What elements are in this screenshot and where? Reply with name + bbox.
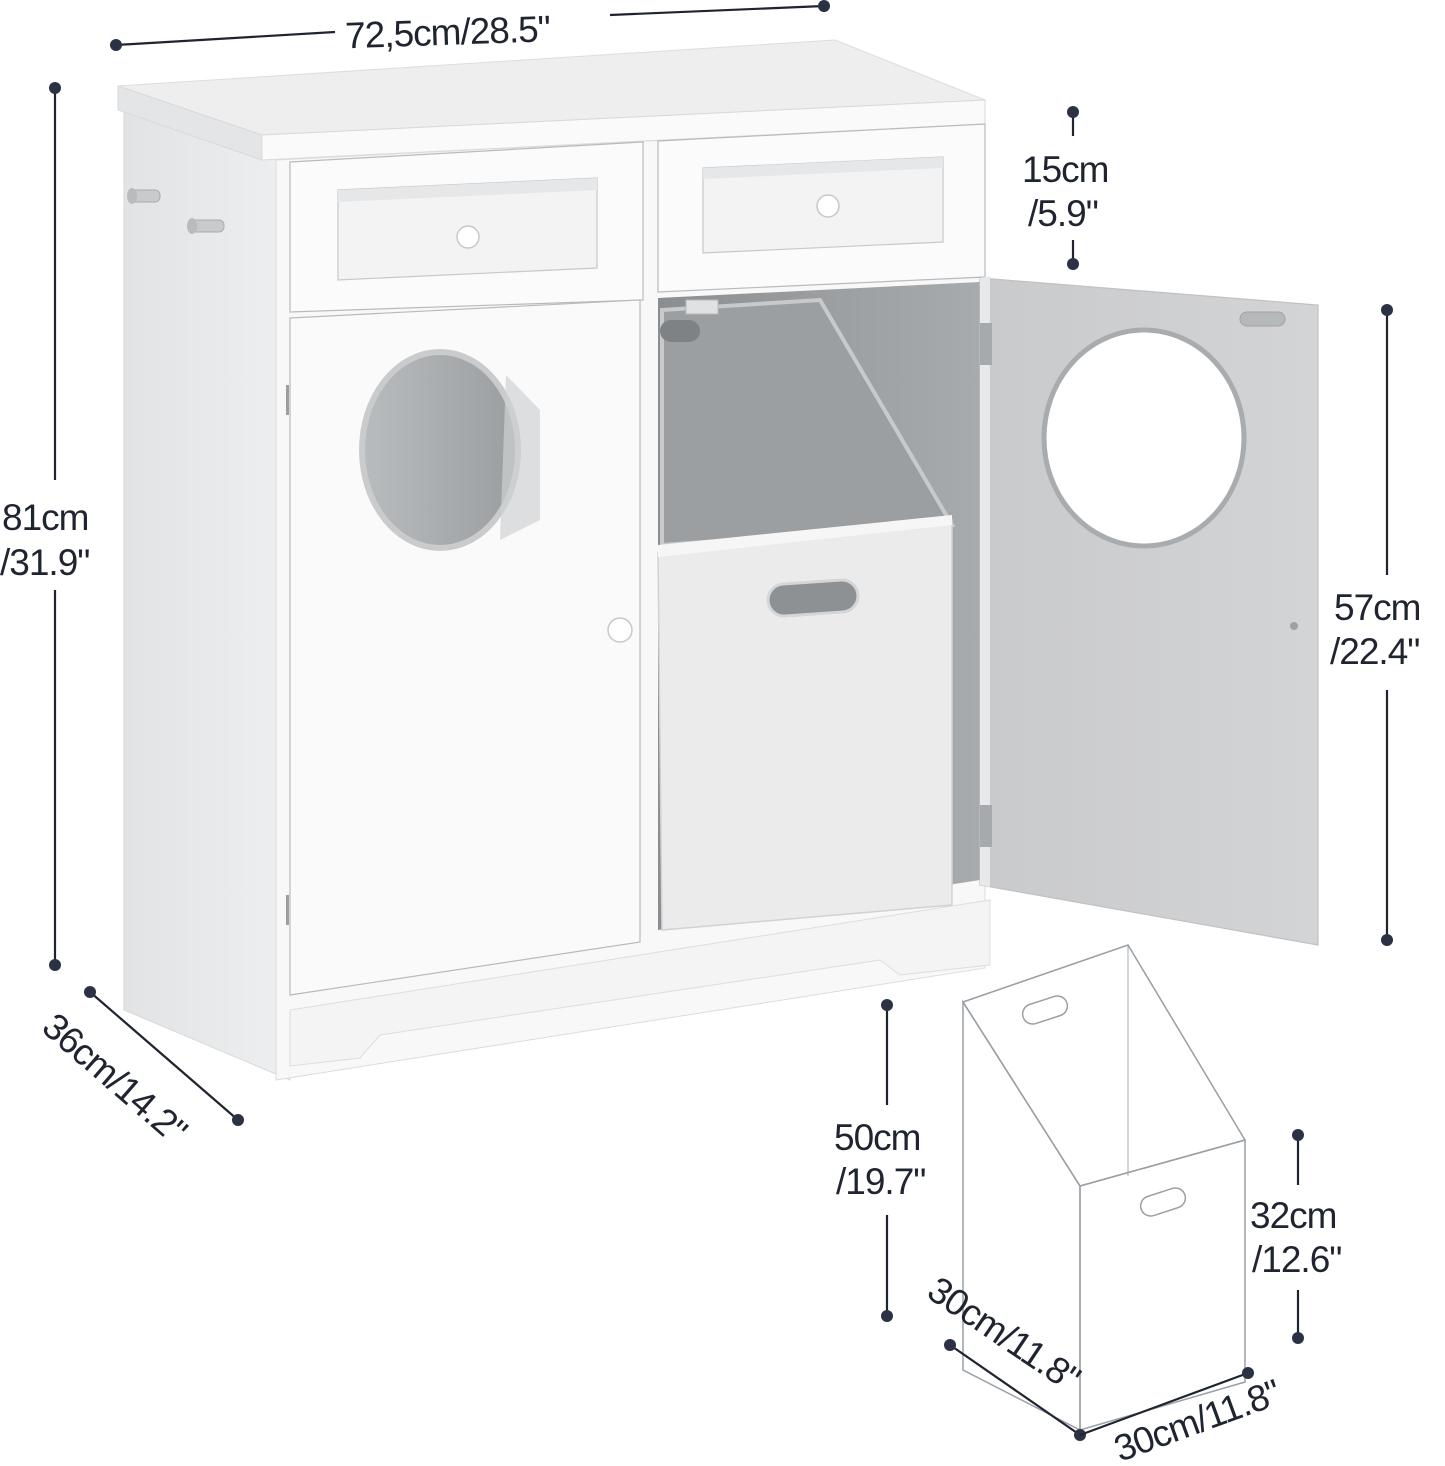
left-door-hinge-top xyxy=(286,385,289,415)
hamper-top-handle xyxy=(660,320,700,342)
hamper-front-handle xyxy=(1139,1187,1187,1217)
side-hook-2 xyxy=(187,218,225,234)
left-door-hinge-bottom xyxy=(286,895,289,925)
height-label-in: /31.9" xyxy=(0,542,89,583)
left-door-knob[interactable] xyxy=(607,617,633,643)
width-label: 72,5cm/28.5" xyxy=(344,8,550,56)
hamper-height-front-label-in: /12.6" xyxy=(1252,1239,1341,1280)
left-drawer[interactable] xyxy=(289,141,644,313)
right-drawer[interactable] xyxy=(657,123,986,293)
dimension-hamper-depth: 30cm/11.8" xyxy=(921,1269,1087,1441)
cabinet-top-side-edge xyxy=(117,85,263,161)
right-door-hinge-bottom xyxy=(980,805,992,847)
hamper-height-back-label-cm: 50cm xyxy=(834,1117,920,1158)
cabinet xyxy=(117,39,1319,1081)
right-door-open[interactable] xyxy=(979,276,1319,946)
dimension-hamper-height-front: 32cm /12.6" xyxy=(1250,1129,1342,1344)
hamper-height-back-label-in: /19.7" xyxy=(836,1161,925,1202)
left-drawer-knob[interactable] xyxy=(456,225,480,249)
drawer-latch xyxy=(685,299,719,315)
hamper-height-front-label-cm: 32cm xyxy=(1250,1195,1336,1236)
cabinet-side-panel xyxy=(123,111,291,1081)
hamper-compartment xyxy=(657,282,980,931)
height-label-cm: 81cm xyxy=(2,497,88,538)
dimension-door-height: 57cm /22.4" xyxy=(1330,304,1421,946)
dimension-drawer-height: 15cm /5.9" xyxy=(1022,106,1109,270)
drawer-height-label-in: /5.9" xyxy=(1028,193,1098,234)
right-drawer-knob[interactable] xyxy=(816,194,840,218)
left-door-round-opening xyxy=(359,349,521,551)
right-door-round-opening xyxy=(1041,327,1247,549)
dimension-hamper-height-back: 50cm /19.7" xyxy=(834,999,926,1322)
door-height-label-cm: 57cm xyxy=(1334,587,1420,628)
cabinet-plinth xyxy=(289,899,991,1067)
dimension-height: 81cm /31.9" xyxy=(0,82,90,971)
door-magnet-plate xyxy=(1239,311,1286,327)
door-height-label-in: /22.4" xyxy=(1330,631,1419,672)
dimension-width: 72,5cm/28.5" xyxy=(110,0,830,56)
side-hook-1 xyxy=(127,188,161,204)
drawer-height-label-cm: 15cm xyxy=(1022,149,1108,190)
hamper-width-label: 30cm/11.8" xyxy=(1109,1372,1286,1466)
dimension-hamper-width: 30cm/11.8" xyxy=(1079,1367,1286,1466)
door-magnet-dot xyxy=(1290,622,1298,630)
hamper-handle-cutout[interactable] xyxy=(766,578,860,618)
left-door[interactable] xyxy=(286,299,641,996)
right-door-hinge-top xyxy=(980,323,992,365)
hamper-depth-label: 30cm/11.8" xyxy=(921,1269,1087,1400)
hamper-back-handle xyxy=(1021,995,1069,1025)
